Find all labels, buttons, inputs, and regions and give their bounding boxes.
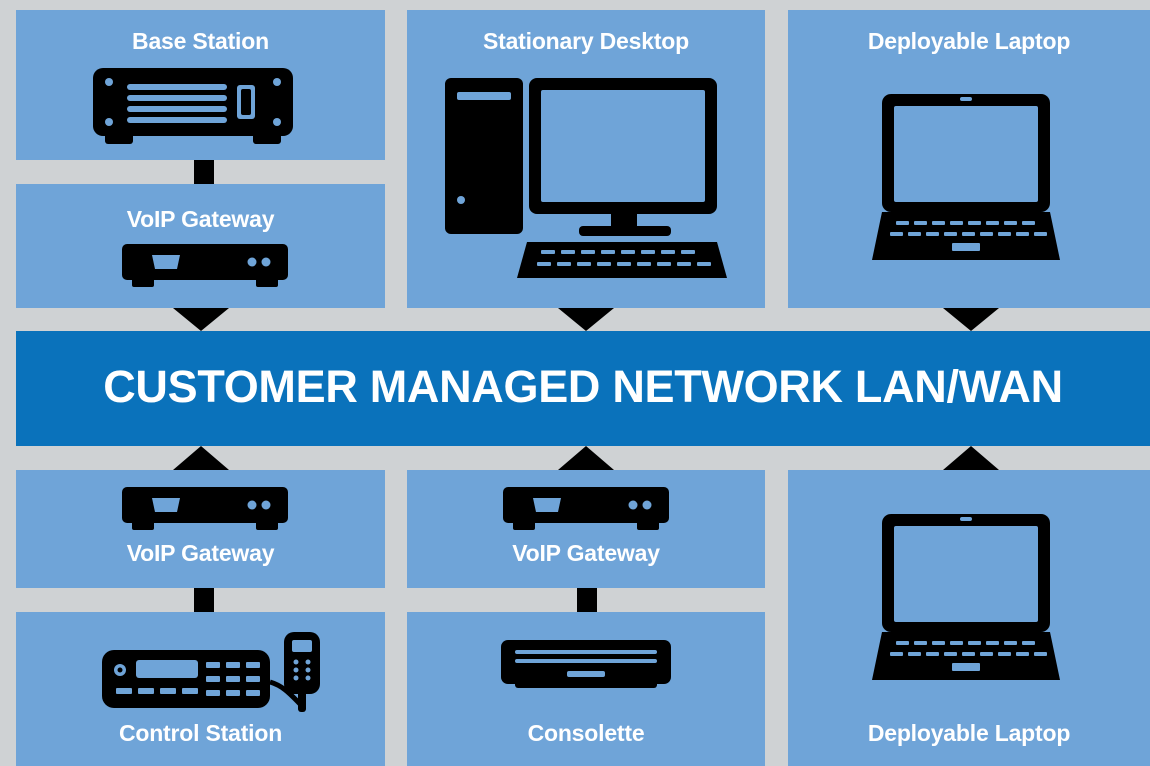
control-station-label: Control Station	[118, 720, 283, 746]
network-title: CUSTOMER MANAGED NETWORK LAN/WAN	[103, 361, 1063, 412]
arrow-down-icon	[943, 308, 999, 331]
network-bar: CUSTOMER MANAGED NETWORK LAN/WAN	[16, 331, 1150, 446]
laptop-icon	[872, 94, 1060, 260]
deployable-laptop-label-top: Deployable Laptop	[867, 28, 1071, 54]
connector	[194, 160, 214, 184]
consolette-panel: Consolette	[407, 612, 765, 766]
desktop-computer-icon	[445, 78, 727, 278]
arrow-down-icon	[558, 308, 614, 331]
deployable-laptop-label-bottom: Deployable Laptop	[867, 720, 1071, 746]
gateway-box-icon	[122, 487, 288, 530]
arrow-up-icon	[558, 446, 614, 470]
deployable-laptop-panel-bottom: Deployable Laptop	[788, 470, 1150, 766]
gateway-box-icon	[503, 487, 669, 530]
consolette-icon	[501, 640, 671, 688]
voip-gateway-label-center: VoIP Gateway	[512, 540, 660, 566]
consolette-label: Consolette	[527, 720, 645, 746]
stationary-desktop-label: Stationary Desktop	[482, 28, 689, 54]
arrow-up-icon	[173, 446, 229, 470]
base-station-panel: Base Station	[16, 10, 385, 160]
voip-gateway-label: VoIP Gateway	[126, 206, 275, 232]
voip-gateway-panel: VoIP Gateway	[16, 184, 385, 308]
control-station-panel: Control Station	[16, 612, 385, 766]
voip-gateway-panel-left: VoIP Gateway	[16, 470, 385, 588]
arrow-up-icon	[943, 446, 999, 470]
mobile-radio-icon	[102, 632, 320, 712]
radio-rack-icon	[93, 68, 293, 144]
voip-gateway-panel-center: VoIP Gateway	[407, 470, 765, 588]
deployable-laptop-panel-top: Deployable Laptop	[788, 10, 1150, 308]
laptop-icon	[872, 514, 1060, 680]
connector	[577, 588, 597, 612]
arrow-down-icon	[173, 308, 229, 331]
stationary-desktop-panel: Stationary Desktop	[407, 10, 765, 308]
base-station-label: Base Station	[132, 28, 269, 54]
connector	[194, 588, 214, 612]
gateway-box-icon	[122, 244, 288, 287]
voip-gateway-label-left: VoIP Gateway	[126, 540, 275, 566]
